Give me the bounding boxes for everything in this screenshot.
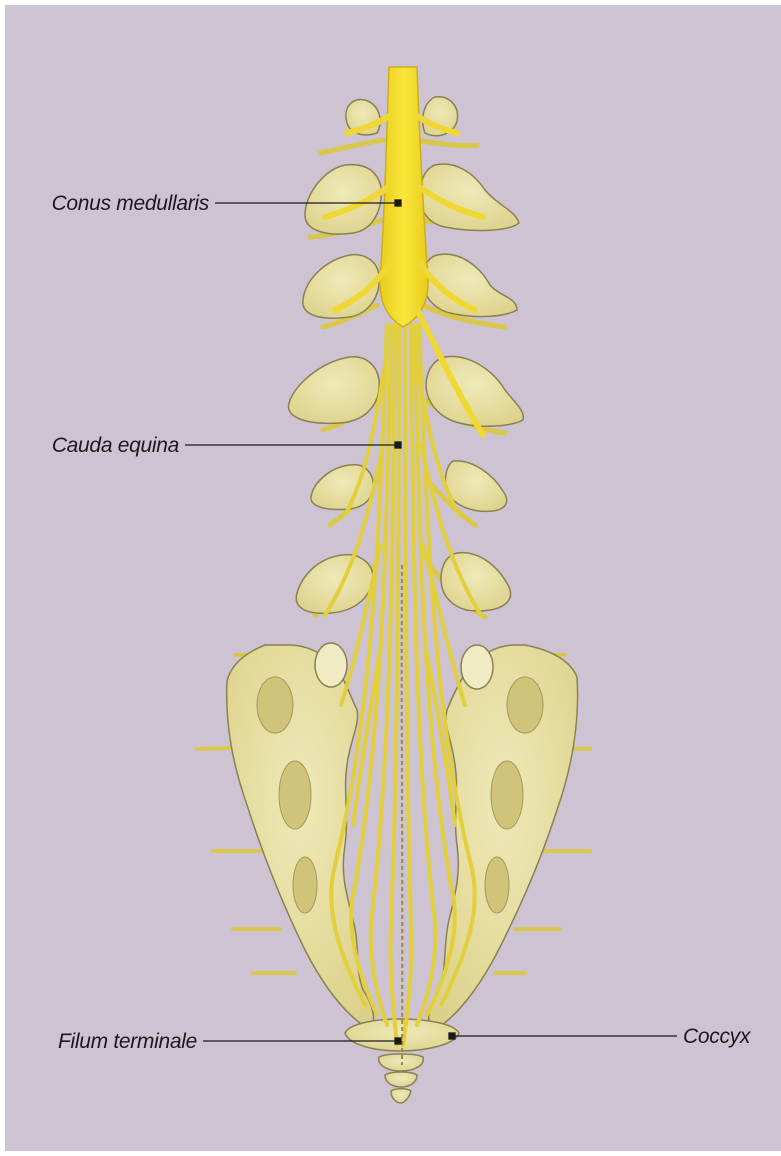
label-coccyx: Coccyx [683,1025,750,1049]
figure-panel: Conus medullaris Cauda equina Filum term… [5,5,781,1151]
label-cauda-equina: Cauda equina [5,434,179,458]
spinal-anatomy-illustration [5,5,781,1151]
label-conus-medullaris: Conus medullaris [5,192,209,216]
label-filum-terminale: Filum terminale [5,1030,197,1054]
